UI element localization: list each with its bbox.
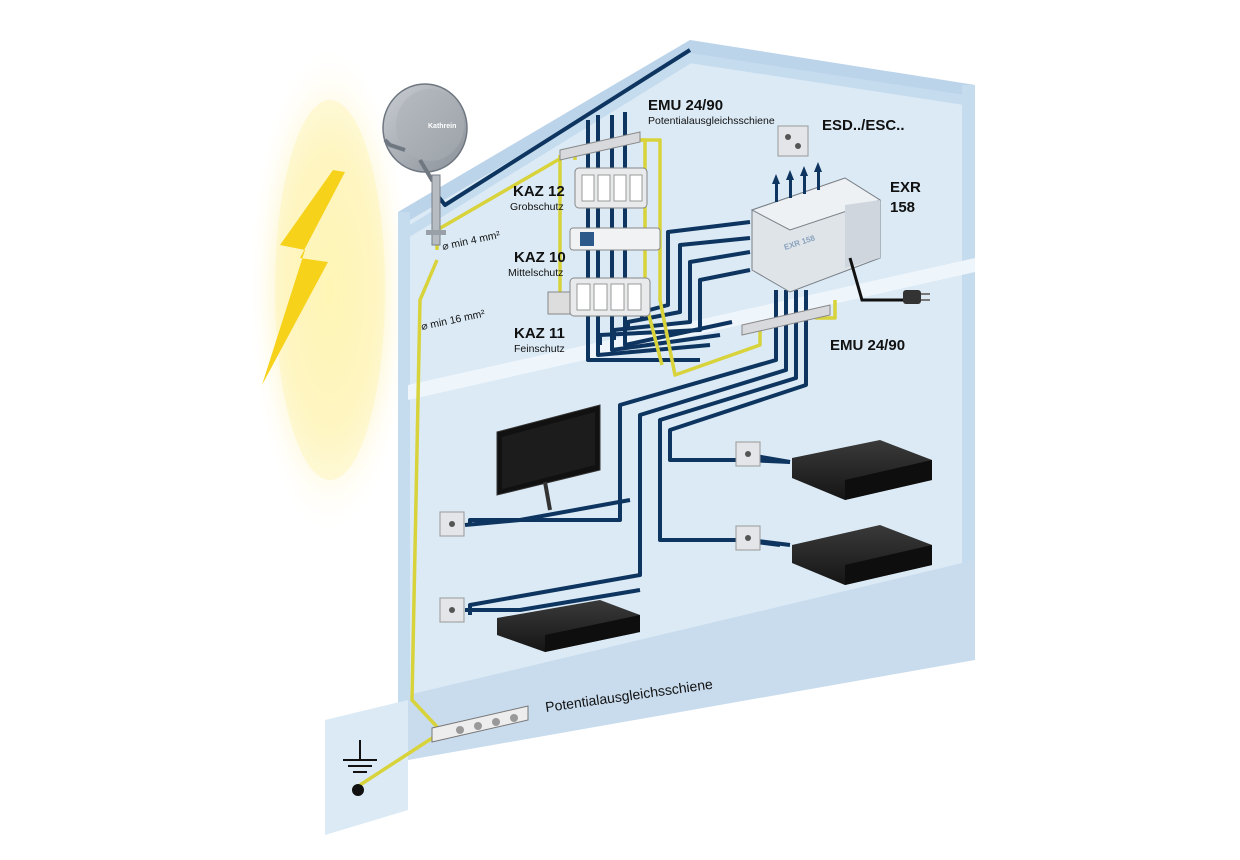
emu-top-sublabel: Potentialausgleichsschiene <box>648 115 775 127</box>
lightning-glow <box>250 50 410 530</box>
potential-rail-bottom <box>431 705 529 743</box>
tv-icon <box>496 404 601 511</box>
dish-brand: Kathrein <box>428 123 456 130</box>
emu-rail-top <box>559 131 641 161</box>
receiver-icon <box>792 525 932 585</box>
receiver-icon <box>497 600 640 652</box>
output-arrows-icon <box>772 162 822 202</box>
satellite-dish: Kathrein <box>382 83 468 246</box>
earth-ground-icon <box>343 740 377 796</box>
emu-bottom-label: EMU 24/90 <box>830 337 905 354</box>
exr-label: EXR <box>890 179 921 196</box>
exr-number-label: 158 <box>890 199 915 216</box>
exr158-multiswitch: EXR 158 <box>750 177 882 293</box>
esd-label: ESD../ESC.. <box>822 117 905 134</box>
kaz10-sublabel: Mittelschutz <box>508 267 563 279</box>
power-plug-icon <box>848 257 930 304</box>
kaz12-device <box>574 167 648 209</box>
wall-outlet <box>439 511 465 537</box>
emu-top-label: EMU 24/90 <box>648 97 723 114</box>
kaz11-label: KAZ 11 <box>514 325 565 342</box>
kaz10-device <box>569 227 661 251</box>
lightning-bolt-icon <box>262 170 345 385</box>
kaz10-label: KAZ 10 <box>514 249 566 266</box>
kaz11-sublabel: Feinschutz <box>514 343 565 355</box>
kaz11-device <box>547 277 651 317</box>
kaz12-sublabel: Grobschutz <box>510 201 564 213</box>
emu-rail-bottom <box>741 304 831 336</box>
wall-outlet <box>735 525 761 551</box>
wall-outlet <box>439 597 465 623</box>
receiver-icon <box>792 440 932 500</box>
esd-outlet <box>777 125 809 157</box>
wall-outlet <box>735 441 761 467</box>
kaz12-label: KAZ 12 <box>513 183 565 200</box>
